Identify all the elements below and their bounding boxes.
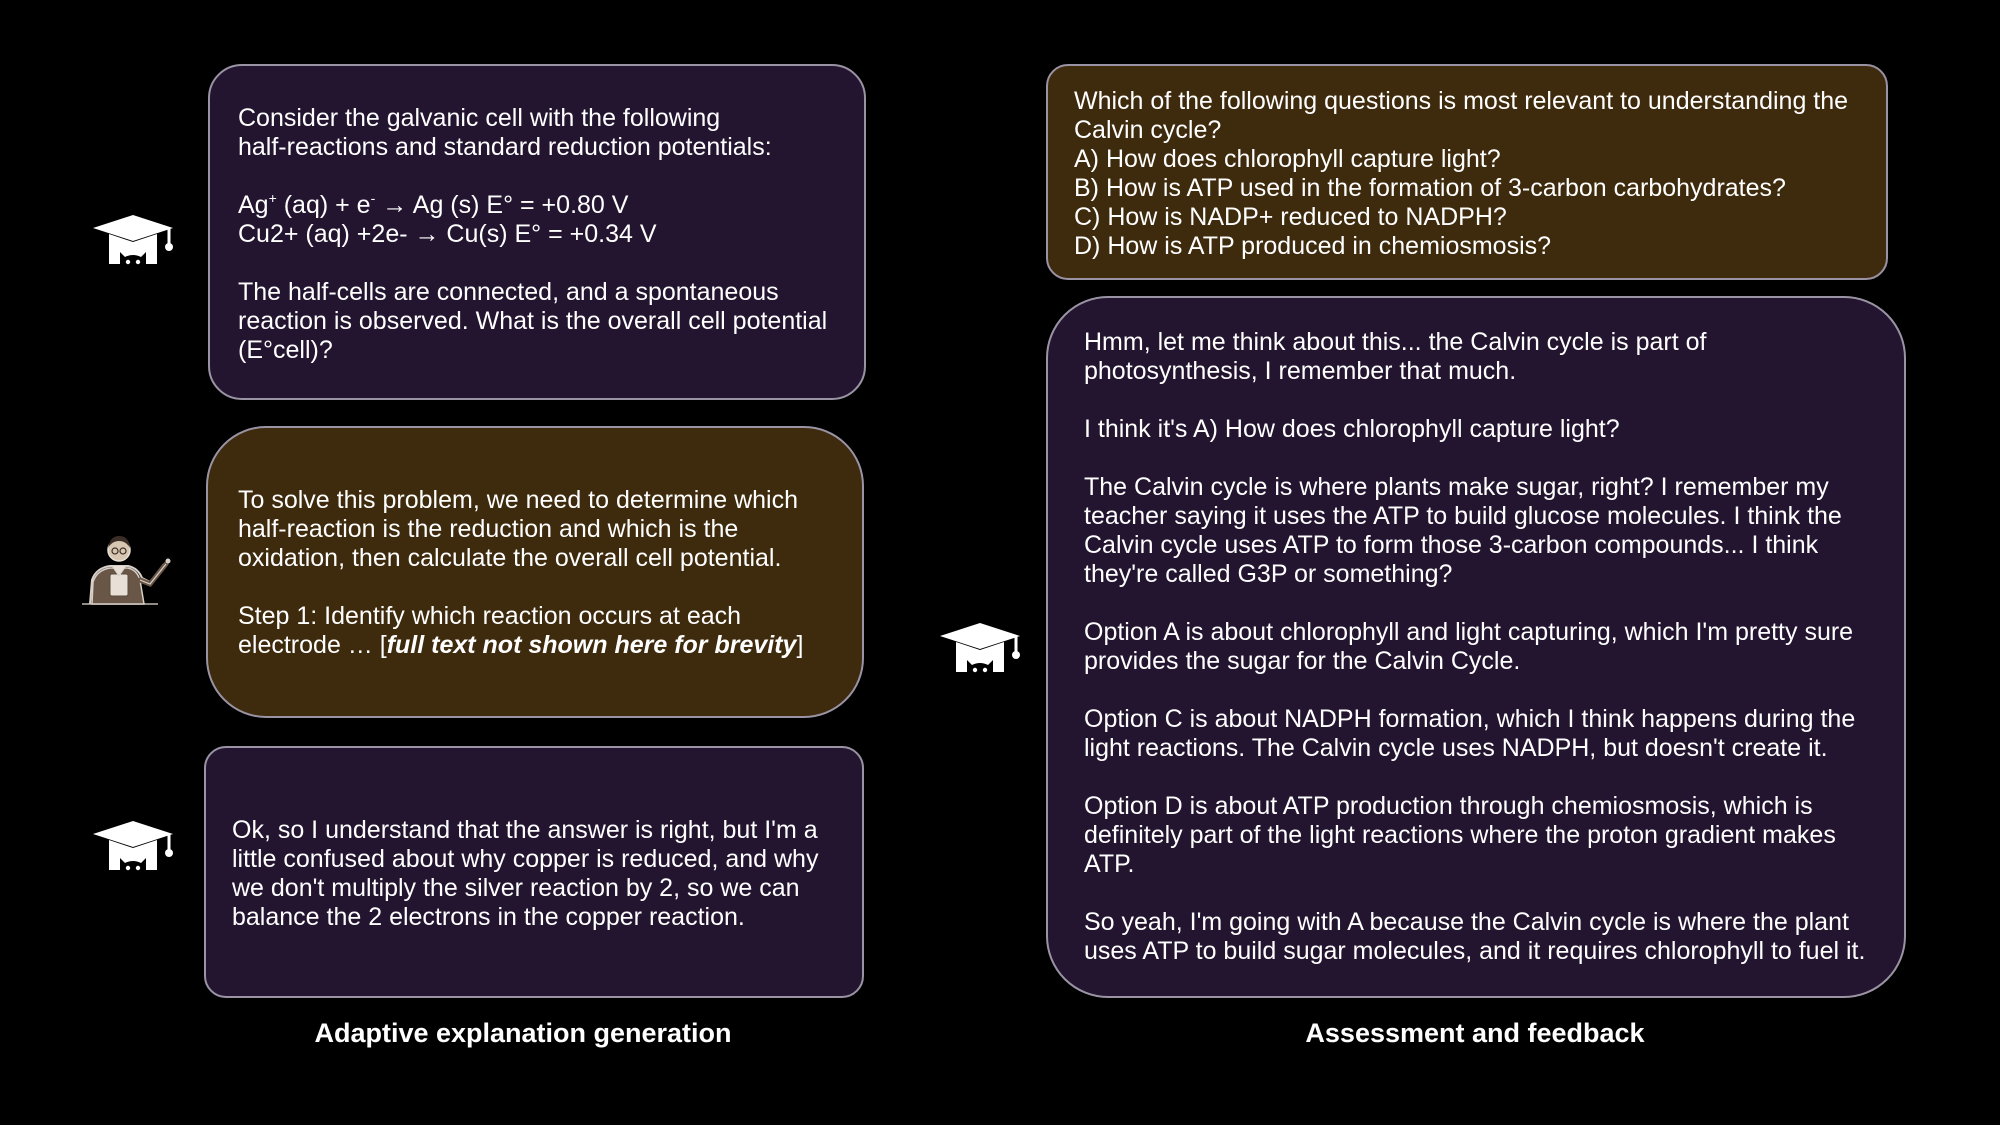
student-graduation-cap-icon — [938, 620, 1024, 682]
reaction-equations: Ag+ (aq) + e- → Ag (s) E° = +0.80 V Cu2+… — [238, 190, 657, 248]
quiz-option-b: B) How is ATP used in the formation of 3… — [1074, 174, 1786, 202]
answer-paragraph-7: So yeah, I'm going with A because the Ca… — [1084, 908, 1866, 965]
followup-text: Ok, so I understand that the answer is r… — [232, 816, 819, 931]
teacher-pointing-icon — [80, 518, 174, 608]
quiz-question-text: Which of the following questions is most… — [1074, 87, 1849, 260]
quiz-option-d: D) How is ATP produced in chemiosmosis? — [1074, 232, 1552, 260]
answer-paragraph-4: Option A is about chlorophyll and light … — [1084, 618, 1854, 675]
student-question-bubble: Consider the galvanic cell with the foll… — [208, 64, 866, 400]
question-text: The half-cells are connected, and a spon… — [238, 278, 828, 364]
right-panel-caption: Assessment and feedback — [1305, 1018, 1645, 1048]
tutor-explanation-bubble: To solve this problem, we need to determ… — [206, 426, 864, 718]
student-graduation-cap-icon — [91, 212, 177, 274]
student-answer-bubble: Hmm, let me think about this... the Calv… — [1046, 296, 1906, 998]
left-panel-caption: Adaptive explanation generation — [314, 1018, 732, 1048]
student-graduation-cap-icon — [91, 818, 177, 880]
quiz-option-a: A) How does chlorophyll capture light? — [1074, 145, 1501, 173]
answer-paragraph-2: I think it's A) How does chlorophyll cap… — [1084, 415, 1620, 443]
quiz-question-bubble: Which of the following questions is most… — [1046, 64, 1888, 280]
question-intro: Consider the galvanic cell with the foll… — [238, 104, 772, 161]
explanation-step-1: Step 1: Identify which reaction occurs a… — [238, 602, 804, 659]
answer-paragraph-6: Option D is about ATP production through… — [1084, 792, 1836, 878]
student-followup-bubble: Ok, so I understand that the answer is r… — [204, 746, 864, 998]
answer-paragraph-5: Option C is about NADPH formation, which… — [1084, 705, 1856, 762]
quiz-option-c: C) How is NADP+ reduced to NADPH? — [1074, 203, 1507, 231]
explanation-intro: To solve this problem, we need to determ… — [238, 486, 799, 572]
answer-paragraph-3: The Calvin cycle is where plants make su… — [1084, 473, 1842, 588]
answer-paragraph-1: Hmm, let me think about this... the Calv… — [1084, 328, 1707, 385]
